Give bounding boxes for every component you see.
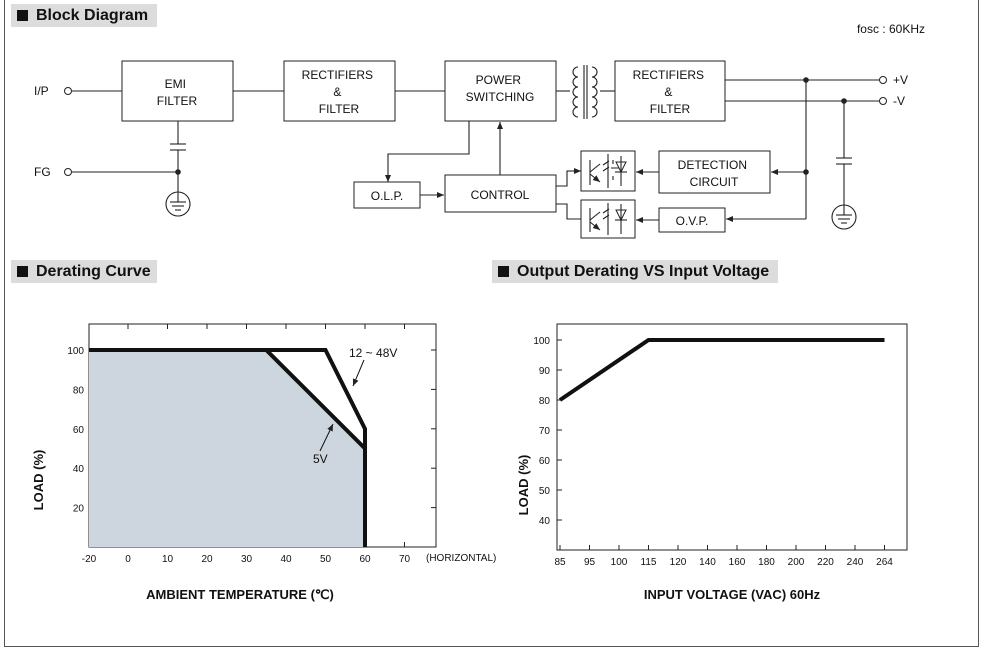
section-title-derating-curve: Derating Curve: [11, 260, 157, 283]
x-tick-label: 160: [729, 557, 746, 568]
terminal-vminus-label: -V: [893, 94, 905, 108]
transformer-icon: [572, 65, 598, 119]
control-block: [444, 174, 557, 213]
chart2-plot-frame: [556, 323, 908, 551]
x-tick-label: 200: [788, 557, 805, 568]
y-tick-label: 80: [539, 396, 551, 407]
terminal-ip-label: I/P: [34, 84, 49, 98]
y-tick-label: 90: [539, 366, 551, 377]
x-tick-label: 20: [201, 554, 213, 565]
rectifiers-filter-label-2: RECTIFIERS & FILTER: [633, 68, 708, 116]
terminal-vplus-circle: [879, 76, 887, 84]
x-tick-label: 40: [280, 554, 292, 565]
ground-icon: [831, 204, 857, 230]
section-title-output-derating: Output Derating VS Input Voltage: [492, 260, 778, 283]
detection-circuit-label: DETECTION CIRCUIT: [678, 158, 751, 189]
x-tick-label: 95: [584, 557, 596, 568]
detection-circuit-block: [658, 150, 771, 194]
rectifiers-filter-label-1: RECTIFIERS & FILTER: [302, 68, 377, 116]
chart2-x-axis-title: INPUT VOLTAGE (VAC) 60Hz: [644, 587, 821, 602]
series-5v-label: 5V: [313, 452, 328, 466]
x-tick-label: 100: [611, 557, 628, 568]
output-derating-chart: 40 50 60 70 80 90 100 85 95 100 115 120 140 160 180 200…: [516, 323, 908, 602]
terminal-fg-label: FG: [34, 165, 51, 179]
terminal-fg-circle: [64, 168, 72, 176]
x-tick-label: 140: [699, 557, 716, 568]
ovp-label: O.V.P.: [676, 214, 709, 228]
fosc-label: fosc : 60KHz: [857, 22, 925, 36]
terminal-ip-circle: [64, 87, 72, 95]
emi-filter-label: EMI FILTER: [157, 77, 198, 108]
x-tick-label: 220: [817, 557, 834, 568]
y-tick-label: 50: [539, 486, 551, 497]
chart1-fill-area: [89, 350, 365, 547]
power-switching-block: [444, 60, 557, 122]
rectifiers-filter-block-2: [614, 60, 726, 122]
y-tick-label: 100: [67, 346, 84, 357]
chart1-y-axis-title: LOAD (%): [31, 450, 46, 511]
square-bullet-icon: [17, 10, 28, 21]
terminal-vminus-circle: [879, 97, 887, 105]
junction-dot: [803, 169, 809, 175]
chart1-x-axis-title: AMBIENT TEMPERATURE (℃): [146, 587, 334, 602]
datasheet-frame: [4, 0, 979, 647]
x-tick-label: 264: [876, 557, 893, 568]
series-12-48v-pointer: [352, 359, 365, 387]
ovp-block: [658, 207, 726, 233]
photo-coupler-icon: [580, 199, 636, 239]
x-tick-label: -20: [82, 554, 97, 565]
series-5v-line: [89, 348, 367, 547]
x-tick-label: 115: [641, 557, 657, 568]
x-tick-label: 30: [241, 554, 253, 565]
terminal-vplus-label: +V: [893, 73, 908, 87]
load-vs-voltage-line: [558, 338, 885, 402]
emi-filter-block: [121, 60, 234, 122]
x-tick-label: 10: [162, 554, 174, 565]
chart2-y-axis-title: LOAD (%): [516, 455, 531, 516]
olp-block: [353, 181, 421, 209]
square-bullet-icon: [498, 266, 509, 277]
derating-curve-chart: 20 40 60 80 100 -20 0 10 20 30 40 50 60 70 12 ~ 48V 5…: [31, 323, 496, 602]
y-tick-label: 100: [533, 336, 550, 347]
x-tick-label: 70: [399, 554, 411, 565]
block-diagram: fosc : 60KHz I/P FG EMI FILTER RECTIFIER…: [34, 22, 925, 239]
y-tick-label: 20: [73, 504, 85, 515]
y-tick-label: 70: [539, 426, 551, 437]
x-tick-label: 50: [320, 554, 332, 565]
control-label: CONTROL: [471, 188, 530, 202]
x-tick-label: 120: [670, 557, 687, 568]
square-bullet-icon: [17, 266, 28, 277]
olp-label: O.L.P.: [371, 189, 403, 203]
y-tick-label: 60: [73, 425, 85, 436]
series-5v-pointer: [319, 423, 334, 452]
y-tick-label: 40: [73, 464, 85, 475]
rectifiers-filter-block-1: [283, 60, 396, 122]
x-tick-label: 180: [758, 557, 775, 568]
y-tick-label: 40: [539, 516, 551, 527]
power-switching-label: POWER SWITCHING: [466, 73, 535, 104]
wiring: [72, 79, 879, 223]
junction-dot: [175, 169, 181, 175]
photo-coupler-icon: [580, 150, 636, 192]
x-extra-label: (HORIZONTAL): [426, 553, 496, 564]
y-tick-label: 80: [73, 385, 85, 396]
ground-icon: [165, 191, 191, 217]
junction-dot: [841, 98, 847, 104]
section-title-block-diagram: Block Diagram: [11, 4, 157, 27]
x-tick-label: 240: [847, 557, 864, 568]
x-tick-label: 85: [554, 557, 566, 568]
x-tick-label: 0: [125, 554, 131, 565]
junction-dot: [803, 77, 809, 83]
x-tick-label: 60: [359, 554, 371, 565]
series-12-48v-label: 12 ~ 48V: [349, 346, 397, 360]
y-tick-label: 60: [539, 456, 551, 467]
